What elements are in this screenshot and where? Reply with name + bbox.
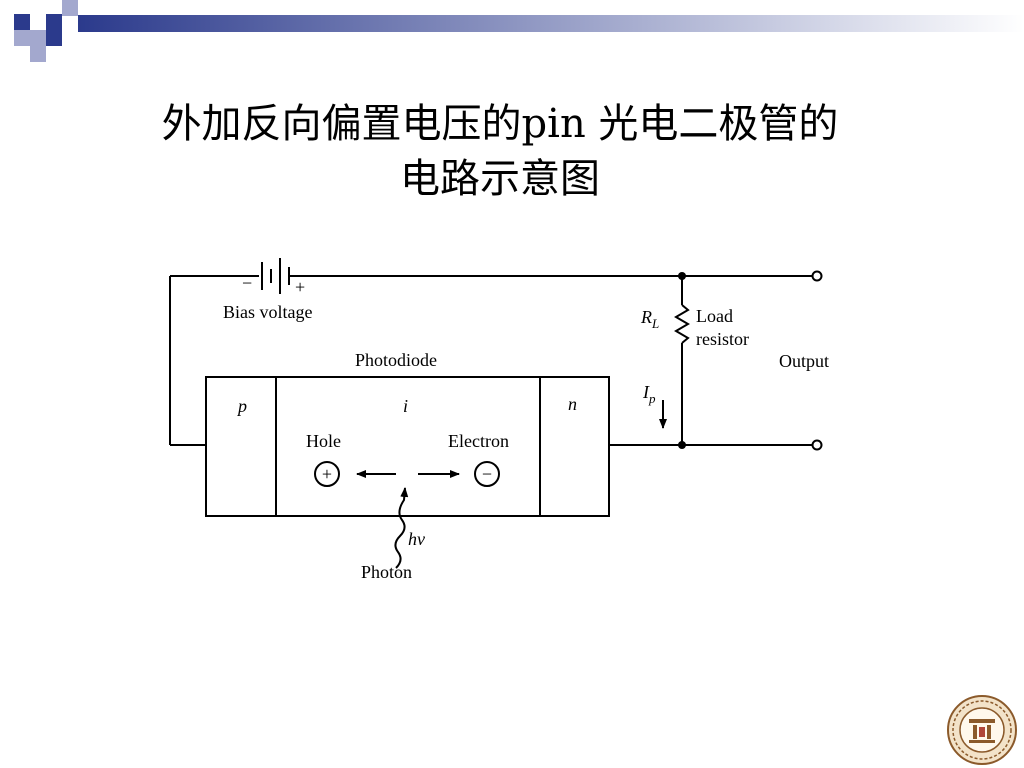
bias-voltage-label: Bias voltage — [223, 302, 312, 322]
header-gradient-bar — [78, 15, 1024, 32]
university-seal-logo — [947, 695, 1017, 765]
deco-square — [30, 46, 46, 62]
electron-label: Electron — [448, 431, 509, 451]
current-symbol-main: I — [642, 382, 650, 402]
deco-square — [62, 0, 78, 16]
resistor-symbol: RL — [640, 307, 659, 331]
deco-square — [30, 30, 46, 46]
electron-symbol: − — [482, 464, 492, 484]
resistor-symbol-subscript: L — [651, 316, 659, 331]
battery-plus-sign: + — [295, 277, 305, 297]
load-label-line2: resistor — [696, 329, 749, 349]
photon-label: Photon — [361, 562, 412, 582]
current-symbol-subscript: p — [648, 391, 656, 406]
electron-circle — [474, 461, 500, 487]
battery-minus-sign: − — [242, 273, 252, 293]
deco-square — [46, 14, 62, 30]
hole-circle — [314, 461, 340, 487]
photon-wave-arrow — [394, 487, 409, 569]
current-symbol: Ip — [642, 382, 656, 406]
deco-square — [14, 14, 30, 30]
deco-square — [14, 30, 30, 46]
region-i-label: i — [403, 396, 408, 416]
slide-title-line2: 电路示意图 — [400, 156, 600, 202]
deco-square — [46, 30, 62, 46]
slide-title: 外加反向偏置电压的pin 光电二极管的 电路示意图 — [0, 97, 1000, 207]
output-label: Output — [779, 351, 829, 371]
photodiode-label: Photodiode — [355, 350, 437, 370]
output-terminal-top[interactable] — [811, 270, 823, 282]
hole-symbol: + — [322, 464, 332, 484]
photon-energy-label: hν — [408, 529, 425, 549]
region-n-label: n — [568, 394, 577, 414]
slide-title-line1: 外加反向偏置电压的pin 光电二极管的 — [161, 101, 839, 147]
hole-label: Hole — [306, 431, 341, 451]
output-terminal-bottom[interactable] — [811, 439, 823, 451]
photodiode-body — [205, 376, 610, 517]
resistor-symbol-main: R — [640, 307, 652, 327]
load-label-line1: Load — [696, 306, 733, 326]
resistor-zigzag — [674, 304, 690, 344]
region-p-label: p — [236, 396, 247, 416]
junction-dot-bottom — [678, 441, 686, 449]
junction-dot-top — [678, 272, 686, 280]
header-decoration — [14, 0, 1024, 62]
